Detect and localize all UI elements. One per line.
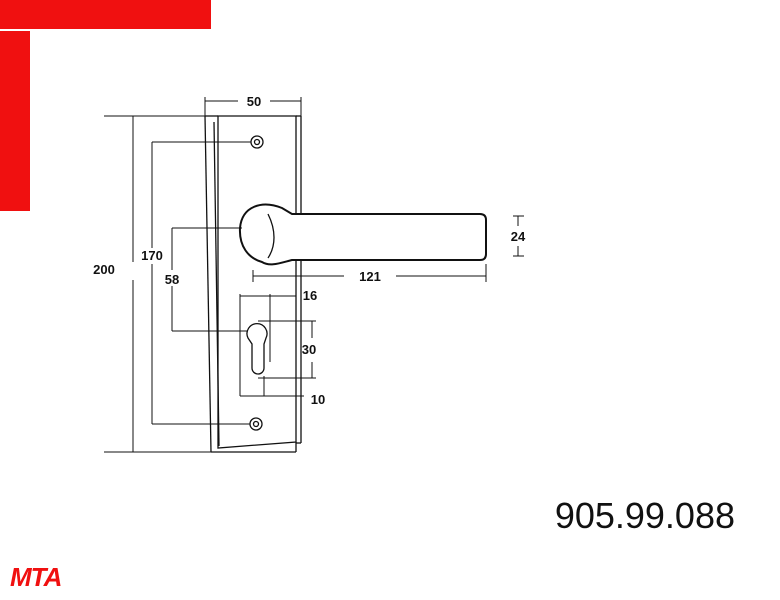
lever-handle: [238, 203, 487, 266]
dim-plate-width-label: 50: [247, 94, 261, 109]
accent-bar-top: [0, 0, 211, 29]
dim-handle-to-keyhole-label: 58: [165, 272, 179, 287]
dimension-lines: [104, 97, 524, 453]
dim-keyhole-offset-label: 16: [303, 288, 317, 303]
dim-total-height-label: 200: [93, 262, 115, 277]
keyhole: [246, 322, 268, 375]
dim-screw-spacing-label: 170: [141, 248, 163, 263]
product-code: 905.99.088: [554, 495, 735, 536]
screw-hole-top: [250, 135, 264, 149]
screw-hole-bottom: [249, 417, 263, 431]
lever-handle-shadow: [267, 213, 275, 259]
brand-logo: MTA: [10, 562, 62, 592]
dim-handle-thickness-label: 24: [511, 229, 526, 244]
dim-handle-length-label: 121: [359, 269, 381, 284]
back-plate: [204, 115, 302, 453]
dim-keyhole-height-label: 30: [302, 342, 316, 357]
dim-keyhole-bottom-label: 10: [311, 392, 325, 407]
accent-bar-left: [0, 31, 30, 211]
